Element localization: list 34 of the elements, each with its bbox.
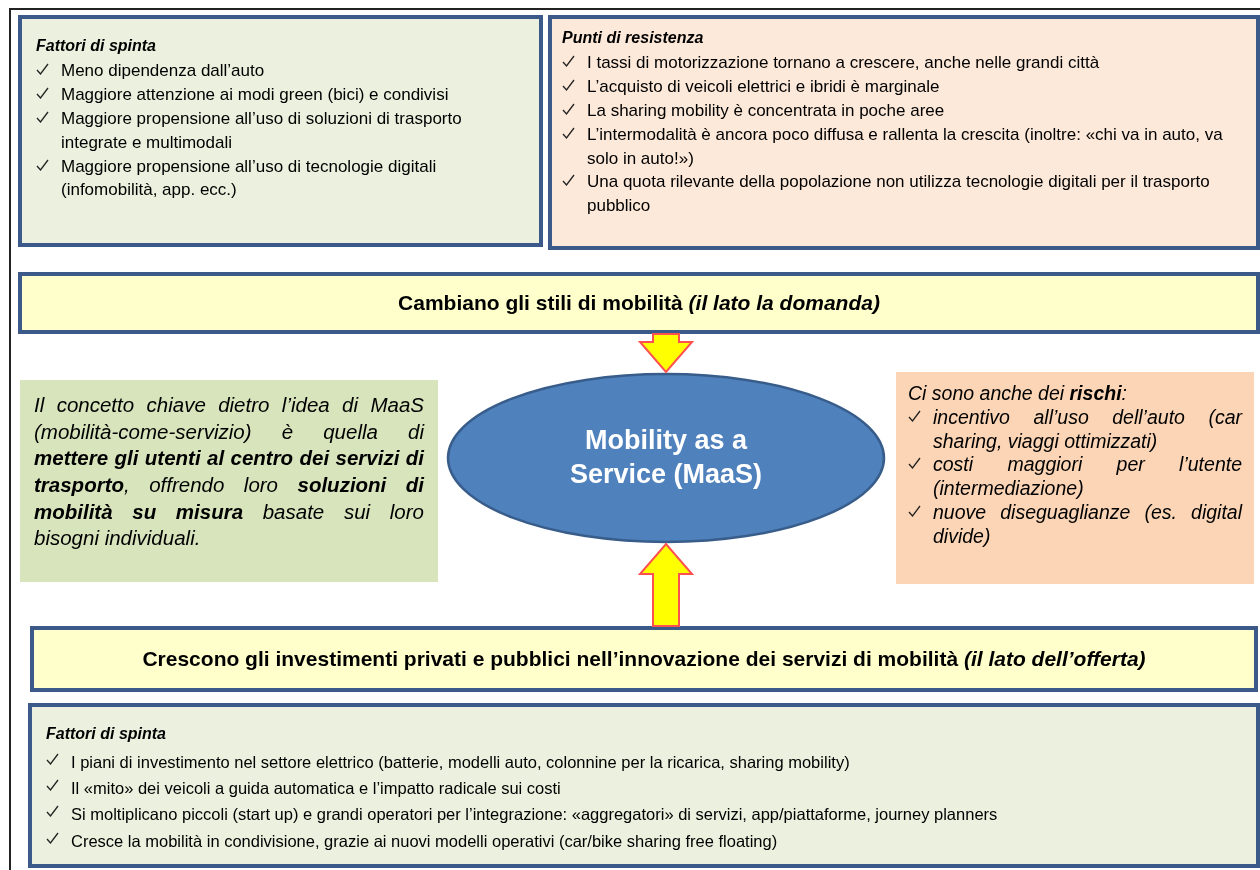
list-item: L’intermodalità è ancora poco diffusa e rallenta la crescita (inoltre: «chi va in auto, va solo in auto!») [587, 123, 1224, 170]
list-item: Maggiore attenzione ai modi green (bici) e condivisi [61, 84, 449, 107]
list-item: Cresce la mobilità in condivisione, grazie ai nuovi modelli operativi (car/bike sharing free floating) [71, 830, 778, 852]
title-text: Mobility as a Service (MaaS) [568, 424, 764, 491]
info-panel [18, 15, 543, 247]
heading: Ci sono anche dei rischi: [908, 382, 1128, 406]
list-item: Si moltiplicano piccoli (start up) e grandi operatori per l’integrazione: «aggregatori» di servizi, app/piattaforme, journey planners [71, 804, 998, 826]
info-panel [28, 703, 1260, 868]
heading: Punti di resistenza [562, 28, 705, 48]
info-panel [548, 15, 1260, 250]
list-item: costi maggiori per l’utente (intermediazione) [933, 453, 1242, 501]
list-item: L’acquisto di veicoli elettrici e ibridi è marginale [587, 76, 940, 99]
list-item: Meno dipendenza dall’auto [61, 60, 265, 83]
list-item: Maggiore propensione all’uso di tecnologie digitali (infomobilità, app. ecc.) [61, 155, 438, 202]
text-box [896, 372, 1254, 584]
heading: Fattori di spinta [46, 724, 167, 744]
block-arrow [637, 542, 695, 627]
band-box [18, 272, 1260, 334]
title-text: Crescono gli investimenti privati e pubblici nell’innovazione dei servizi di mobilità (il lato dell’offerta) [142, 645, 1146, 672]
paragraph: Il concetto chiave dietro l’idea di MaaS (mobilità-come-servizio) è quella di mettere gli utenti al centro dei servizi di trasporto, offrendo loro soluzioni di mobilità su misura basate sui loro bisogni individuali. [34, 392, 424, 552]
list-item: I tassi di motorizzazione tornano a crescere, anche nelle grandi città [587, 52, 1100, 75]
heading: Fattori di spinta [36, 36, 157, 56]
list-item: Il «mito» dei veicoli a guida automatica e l’impatto radicale sui costi [71, 778, 561, 799]
title-text: Cambiano gli stili di mobilità (il lato la domanda) [398, 289, 880, 316]
list-item: I piani di investimento nel settore elettrico (batterie, modelli auto, colonnine per la ricarica, sharing mobility) [71, 751, 850, 773]
list-item: Una quota rilevante della popolazione non utilizza tecnologie digitali per il trasporto pubblico [587, 171, 1211, 218]
text-box [20, 380, 438, 582]
list-item: Maggiore propensione all’uso di soluzioni di trasporto integrate e multimodali [61, 108, 463, 154]
list-item: nuove diseguaglianze (es. digital divide) [933, 500, 1242, 549]
list-item: incentivo all’uso dell’auto (car sharing, viaggi ottimizzati) [933, 405, 1242, 454]
list-item: La sharing mobility è concentrata in poche aree [587, 100, 945, 122]
band-box [30, 626, 1258, 692]
block-arrow [637, 333, 695, 374]
ellipse-node [446, 372, 886, 544]
